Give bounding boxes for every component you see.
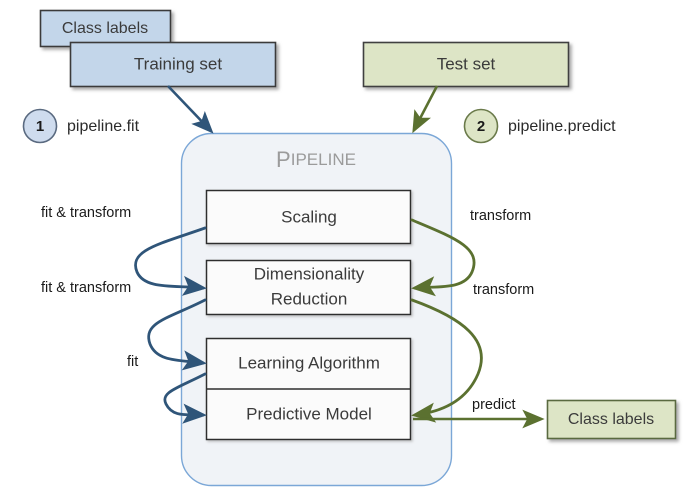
class-labels-input-label: Class labels (62, 20, 148, 37)
node-dimensionality-reduction (205, 259, 412, 316)
edge-label-transform-dimred: transform (473, 282, 534, 298)
training-set-rect (69, 41, 277, 88)
dimensionality-reduction-label-line1: Dimensionality (254, 264, 365, 283)
edge-dimred-transform (410, 298, 483, 423)
dimensionality-reduction-rect (205, 259, 412, 316)
edge-label-fit-transform-scaling: fit & transform (41, 205, 131, 221)
edge-label-fit: fit (127, 354, 138, 370)
class-labels-output-label: Class labels (568, 411, 654, 428)
scaling-label: Scaling (281, 207, 337, 226)
training-set-label: Training set (134, 54, 222, 73)
pipeline-title-initial: P (276, 147, 291, 172)
step-1-label: pipeline.fit (67, 118, 140, 135)
step-2-badge: 2 (463, 108, 499, 144)
step-1-circle (22, 108, 58, 144)
edge-label-fit-transform-dimred: fit & transform (41, 280, 131, 296)
dimensionality-reduction-label-line2: Reduction (271, 289, 348, 308)
pipeline-title: PIPELINE (276, 147, 356, 172)
learning-algorithm-label: Learning Algorithm (238, 353, 380, 372)
node-class-labels-output (546, 399, 677, 440)
test-set-rect (362, 41, 570, 88)
node-class-labels-input (39, 9, 172, 48)
node-test-set (362, 41, 570, 88)
scaling-rect (205, 189, 412, 245)
edge-learning-to-predictive (163, 372, 207, 424)
edge-scaling-transform (410, 218, 476, 297)
predictive-model-label: Predictive Model (246, 404, 372, 423)
pipeline-title-rest: IPELINE (291, 150, 356, 169)
step-2-number: 2 (477, 118, 485, 135)
node-training-set (69, 41, 277, 88)
node-model-group (205, 337, 412, 441)
node-scaling (205, 189, 412, 245)
edge-dimred-to-learning (147, 298, 207, 371)
edge-scaling-to-dimred (134, 226, 207, 296)
step-1-badge: 1 (22, 108, 58, 144)
edge-test-to-pipeline (412, 85, 439, 134)
class-labels-output-rect (546, 399, 677, 440)
step-2-label: pipeline.predict (508, 118, 616, 135)
class-labels-input-rect (39, 9, 172, 48)
test-set-label: Test set (437, 54, 496, 73)
edge-label-transform-scaling: transform (470, 208, 531, 224)
edge-training-to-pipeline (167, 85, 214, 134)
edge-label-predict: predict (472, 397, 516, 413)
step-1-number: 1 (36, 118, 44, 135)
step-2-circle (463, 108, 499, 144)
